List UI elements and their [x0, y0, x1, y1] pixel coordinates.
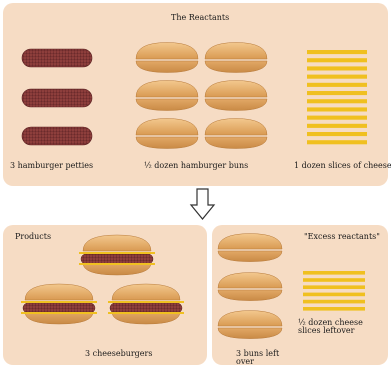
bun-2: [205, 43, 267, 73]
bun-3: [136, 81, 198, 111]
leftover-bun-2: [218, 273, 282, 301]
bun-1: [136, 43, 198, 73]
cheeseburger-3: [108, 284, 184, 324]
leftover-bun-3: [218, 311, 282, 339]
patty-3: [22, 127, 92, 145]
bun-5: [136, 119, 198, 149]
leftover-cheese-stack: [303, 271, 365, 311]
patty-2: [22, 89, 92, 107]
bun-4: [205, 81, 267, 111]
cheeseburger-2: [21, 284, 97, 324]
leftover-bun-1: [218, 234, 282, 262]
cheeseburger-1: [79, 235, 155, 275]
bun-6: [205, 119, 267, 149]
patty-1: [22, 49, 92, 67]
cheese-stack: [307, 50, 367, 144]
